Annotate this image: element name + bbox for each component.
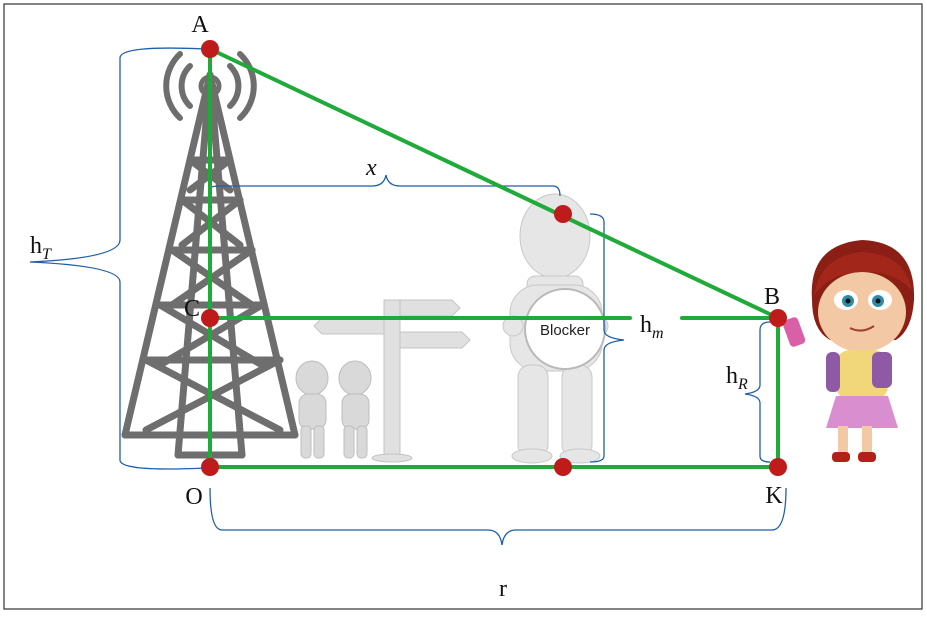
label-K: K (765, 483, 783, 509)
blocker-label: Blocker (540, 322, 590, 339)
brace-hT (29, 47, 206, 470)
point-B (769, 309, 787, 327)
signpost-icon (313, 299, 471, 463)
points (201, 40, 787, 476)
brace-hm (589, 213, 625, 463)
label-r: r (499, 576, 507, 602)
blocker-sign (524, 288, 606, 370)
line-AB (208, 47, 780, 320)
brace-x (208, 174, 561, 197)
label-hm: hm (640, 312, 664, 342)
label-hR: hR (726, 363, 748, 393)
point-O (201, 458, 219, 476)
brace-hR (744, 321, 771, 463)
diagram-border (3, 3, 923, 610)
point-A (201, 40, 219, 58)
label-A: A (191, 12, 209, 38)
dimension-braces (29, 47, 787, 546)
label-x: x (365, 155, 377, 181)
point-C (201, 309, 219, 327)
girl-with-phone-icon (782, 240, 915, 462)
point-blocker-base (554, 458, 572, 476)
label-B: B (764, 284, 780, 310)
label-C: C (184, 296, 200, 322)
label-O: O (185, 484, 202, 510)
point-K (769, 458, 787, 476)
geometry-lines (208, 47, 780, 469)
point-blocker-top (554, 205, 572, 223)
people-figures-icon (295, 360, 372, 459)
brace-r (209, 487, 787, 546)
label-hT: hT (30, 233, 52, 263)
